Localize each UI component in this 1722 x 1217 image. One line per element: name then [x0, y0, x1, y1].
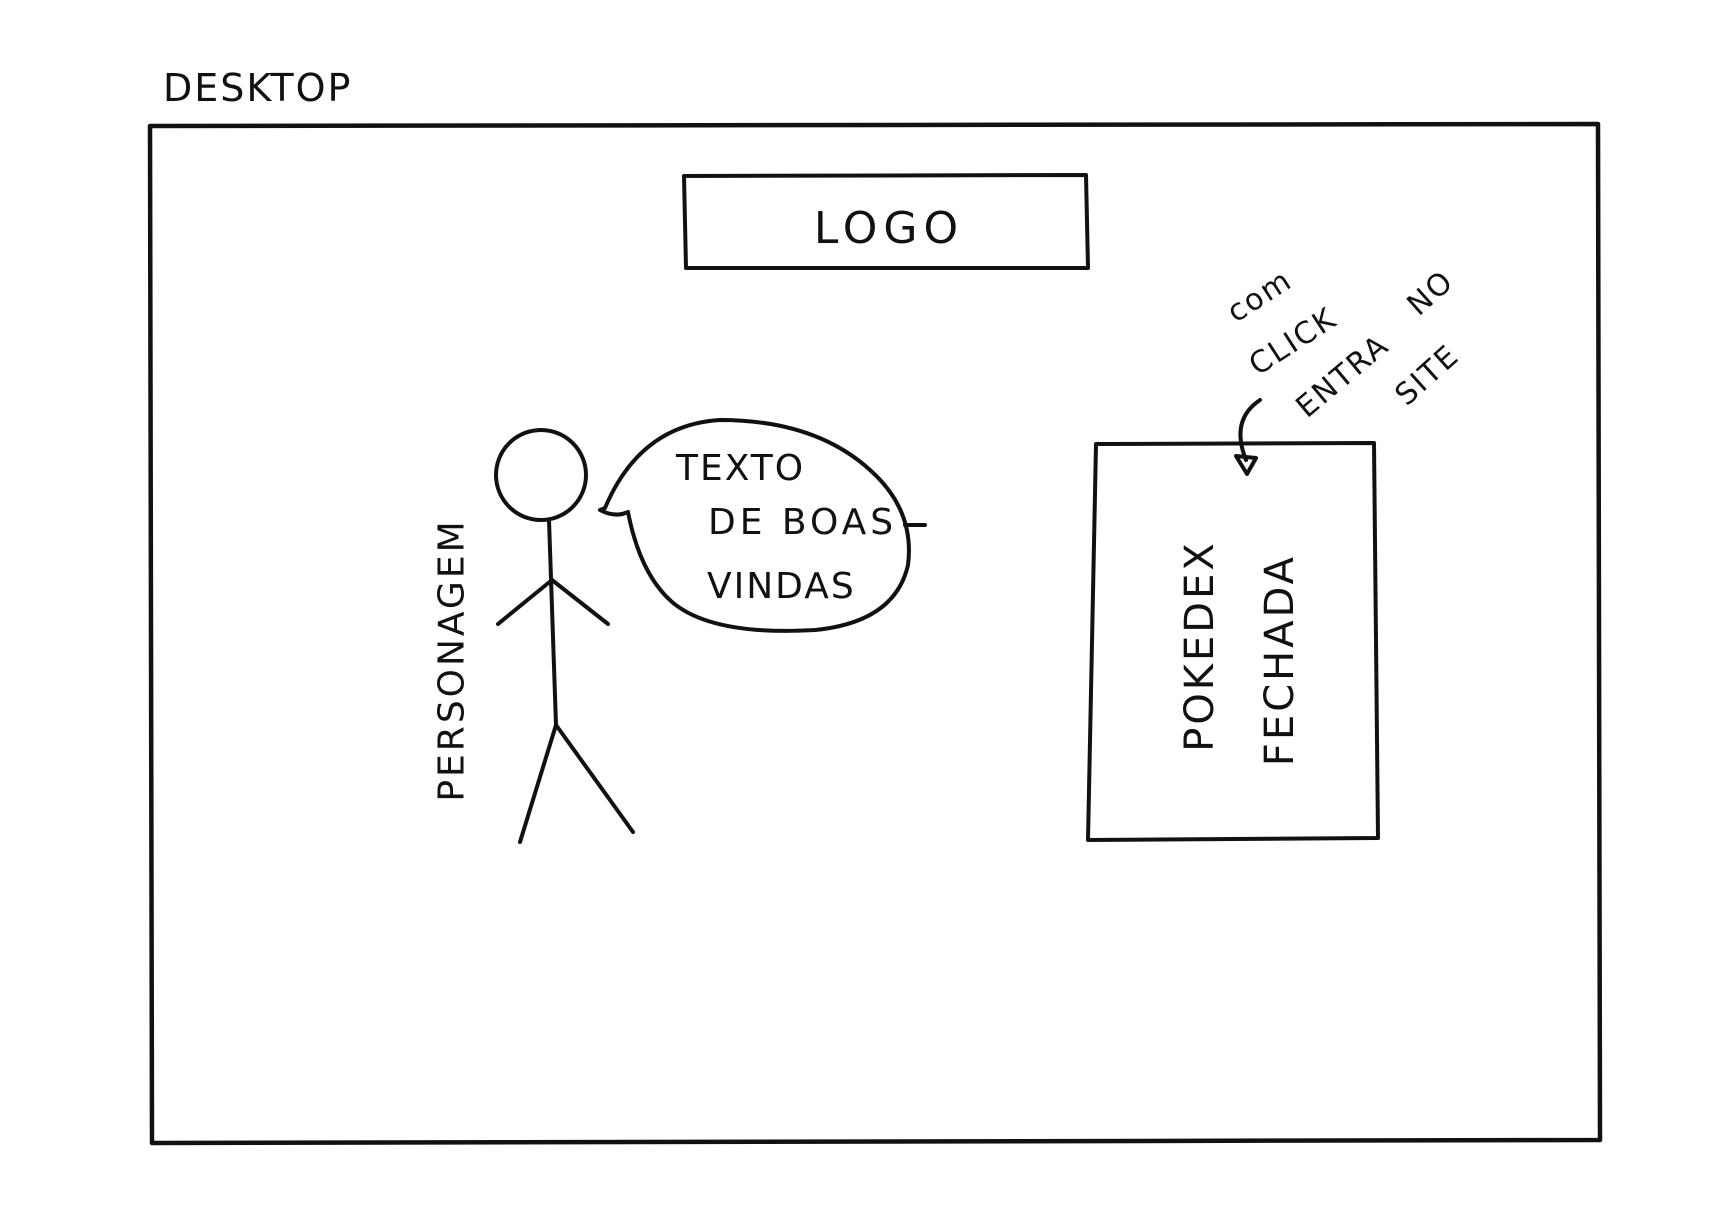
welcome-text-line: VINDAS [707, 566, 856, 607]
welcome-text-line: TEXTO [676, 448, 806, 489]
desktop-frame [147, 121, 1603, 1146]
welcome-text-line: DE BOAS [708, 502, 898, 543]
character-head [494, 428, 588, 522]
logo-box [682, 173, 1090, 270]
pokedex-label[interactable]: POKEDEX [1177, 540, 1223, 752]
pokedex-label[interactable]: FECHADA [1257, 553, 1303, 767]
character-figure [494, 428, 635, 844]
page-title: DESKTOP [163, 66, 353, 110]
speech-bubble [598, 418, 911, 633]
character-arms [496, 578, 610, 626]
logo-placeholder[interactable]: LOGO [813, 203, 965, 254]
character-body [547, 518, 558, 727]
click-arrow-head [1234, 454, 1258, 476]
character-legs [518, 723, 635, 844]
click-arrow [1238, 398, 1262, 462]
pokedex-box [1086, 441, 1380, 842]
character-label: PERSONAGEM [431, 518, 473, 802]
